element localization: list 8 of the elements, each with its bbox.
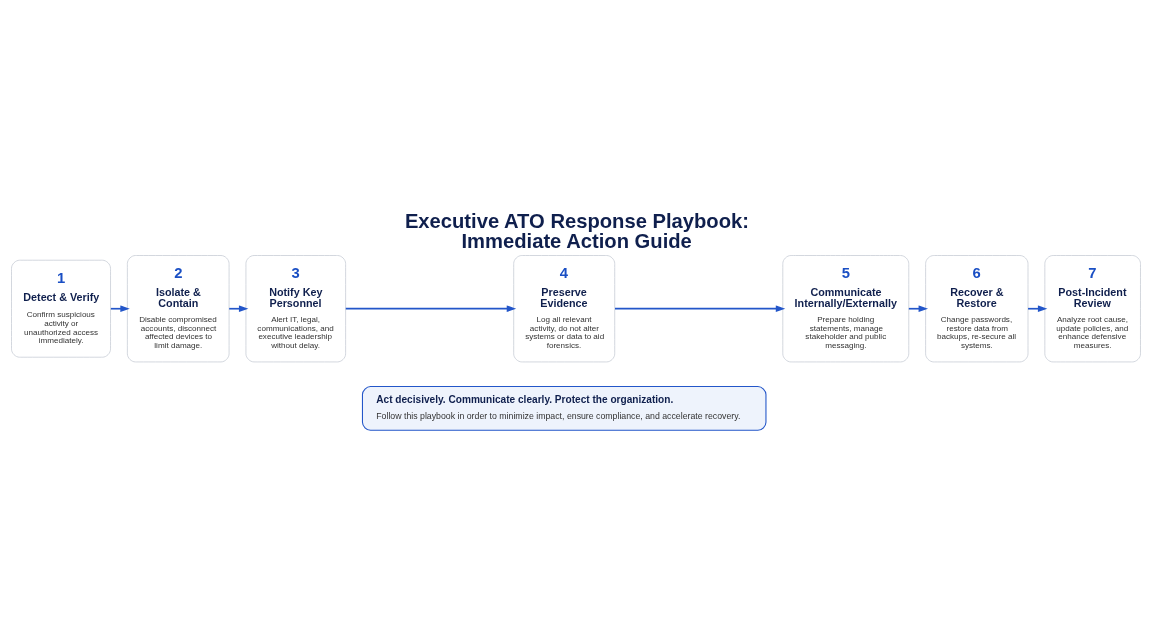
diagram-title: Executive ATO Response Playbook: Immediate Action Guide (404, 209, 749, 253)
arrow (614, 305, 786, 313)
arrow (228, 305, 249, 313)
node-box: Act decisively. Communicate clearly. Protect the organization. Follow this playbook in order to minimize impact, ensure compliance, and accelerate recovery. (361, 385, 767, 431)
arrow (1027, 305, 1048, 313)
arrow (908, 305, 928, 313)
arrow (344, 305, 517, 313)
arrow (109, 305, 130, 313)
